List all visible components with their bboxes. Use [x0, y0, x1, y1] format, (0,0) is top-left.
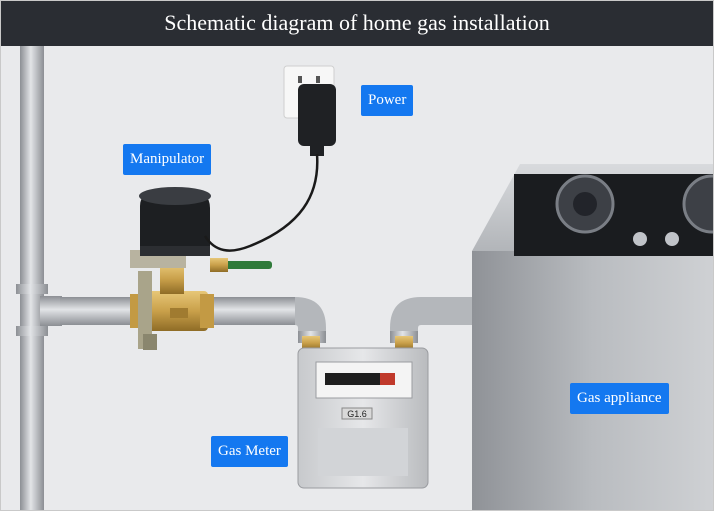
- meter-model-label: G1.6: [347, 409, 367, 419]
- label-manipulator: Manipulator: [123, 144, 212, 175]
- diagram-title: Schematic diagram of home gas installati…: [0, 0, 714, 46]
- installation-scene: G1.6: [0, 46, 714, 511]
- gas-stove-cabinet: [472, 164, 714, 511]
- riser-pipe: [16, 46, 62, 511]
- manipulator-device: [130, 187, 211, 268]
- gas-valve: [130, 258, 272, 350]
- power-adapter: [298, 84, 336, 156]
- label-gas-appliance: Gas appliance: [570, 383, 669, 414]
- label-power: Power: [361, 85, 414, 116]
- label-gas-meter: Gas Meter: [211, 436, 288, 467]
- power-cable: [203, 153, 319, 252]
- gas-meter-device: G1.6: [297, 336, 429, 489]
